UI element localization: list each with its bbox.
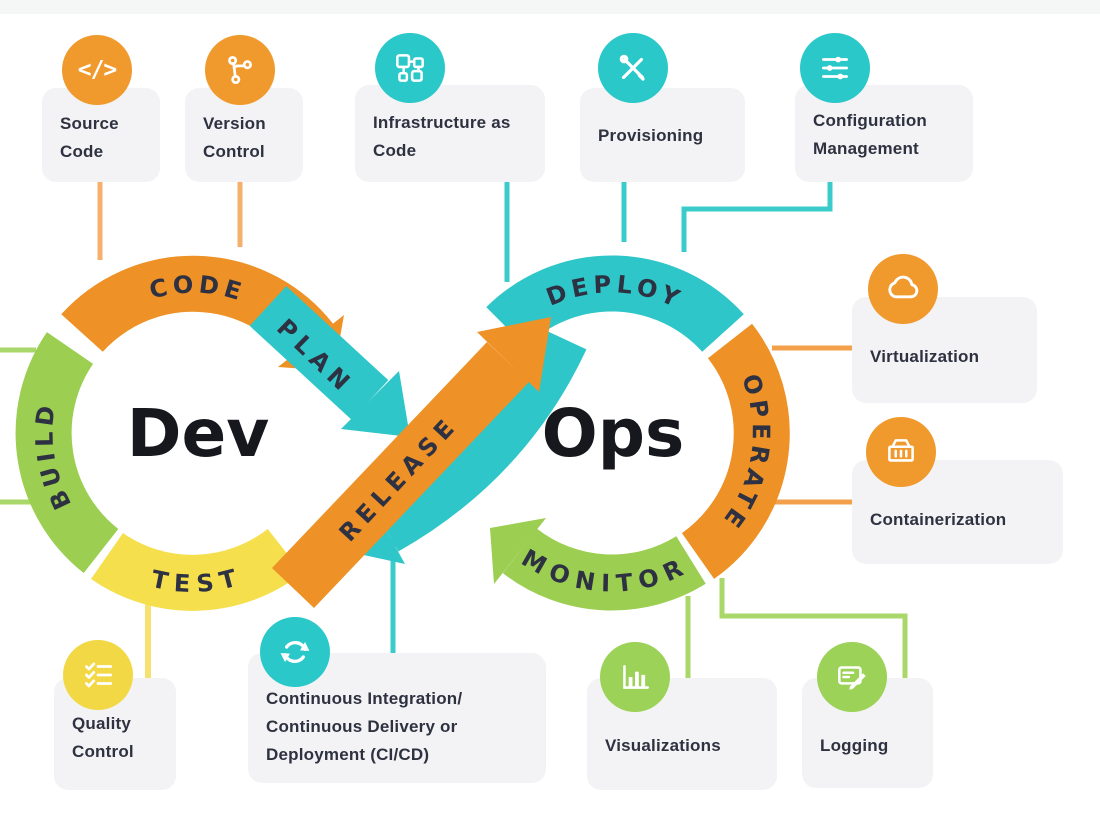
bar-chart-icon <box>600 642 670 712</box>
connector-logging <box>719 578 908 680</box>
code-icon: </> <box>62 35 132 105</box>
deploy-arc <box>486 255 744 353</box>
checklist-icon <box>63 640 133 710</box>
log-file-icon <box>817 642 887 712</box>
plan-ribbon <box>249 286 389 420</box>
card-title: Configuration Management <box>813 111 928 159</box>
card-title: Containerization <box>870 510 1007 529</box>
ops-title: Ops <box>542 395 685 472</box>
card-title: Continuous Integration/ Continuous Deliv… <box>266 689 463 765</box>
card-configuration-management: Configuration Management <box>795 33 973 182</box>
test-arc <box>91 528 303 611</box>
card-quality-control: Quality Control <box>54 640 176 790</box>
card-title: Infrastructure as Code <box>373 113 511 161</box>
flowchart-icon <box>375 33 445 103</box>
ops-return-ribbon <box>371 326 587 552</box>
card-title: Provisioning <box>598 126 704 145</box>
sliders-icon <box>800 33 870 103</box>
build-arc <box>15 332 119 574</box>
plan-arrowhead <box>341 371 410 437</box>
card-title: Version Control <box>203 114 266 162</box>
monitor-arc <box>502 528 706 611</box>
card-containerization: Containerization <box>852 417 1063 564</box>
code-icon-glyph: </> <box>77 57 118 83</box>
card-title: Source Code <box>60 114 119 162</box>
cloud-icon <box>868 254 938 324</box>
card-title: Visualizations <box>605 736 721 755</box>
connector-lines <box>0 178 908 682</box>
release-ribbon <box>271 342 530 608</box>
card-cicd: Continuous Integration/ Continuous Deliv… <box>248 617 546 783</box>
card-provisioning: Provisioning <box>580 33 745 182</box>
tools-icon <box>598 33 668 103</box>
card-source-code: </> Source Code <box>42 35 160 182</box>
card-title: Quality Control <box>72 714 134 762</box>
card-version-control: Version Control <box>185 35 303 182</box>
card-title: Logging <box>820 736 889 755</box>
card-visualizations: Visualizations <box>587 642 777 790</box>
card-logging: Logging <box>802 642 933 788</box>
card-title: Virtualization <box>870 347 980 366</box>
dev-title: Dev <box>127 395 270 472</box>
crossing-ribbons <box>249 286 587 608</box>
monitor-arrowhead <box>490 518 546 584</box>
card-virtualization: Virtualization <box>852 254 1037 403</box>
sync-icon <box>260 617 330 687</box>
connector-configuration-management <box>681 178 833 252</box>
operate-arc <box>681 323 790 579</box>
git-branch-icon <box>205 35 275 105</box>
card-infrastructure-as-code: Infrastructure as Code <box>355 33 545 182</box>
container-icon <box>866 417 936 487</box>
top-strip <box>0 0 1100 14</box>
release-arrowhead <box>477 317 551 392</box>
